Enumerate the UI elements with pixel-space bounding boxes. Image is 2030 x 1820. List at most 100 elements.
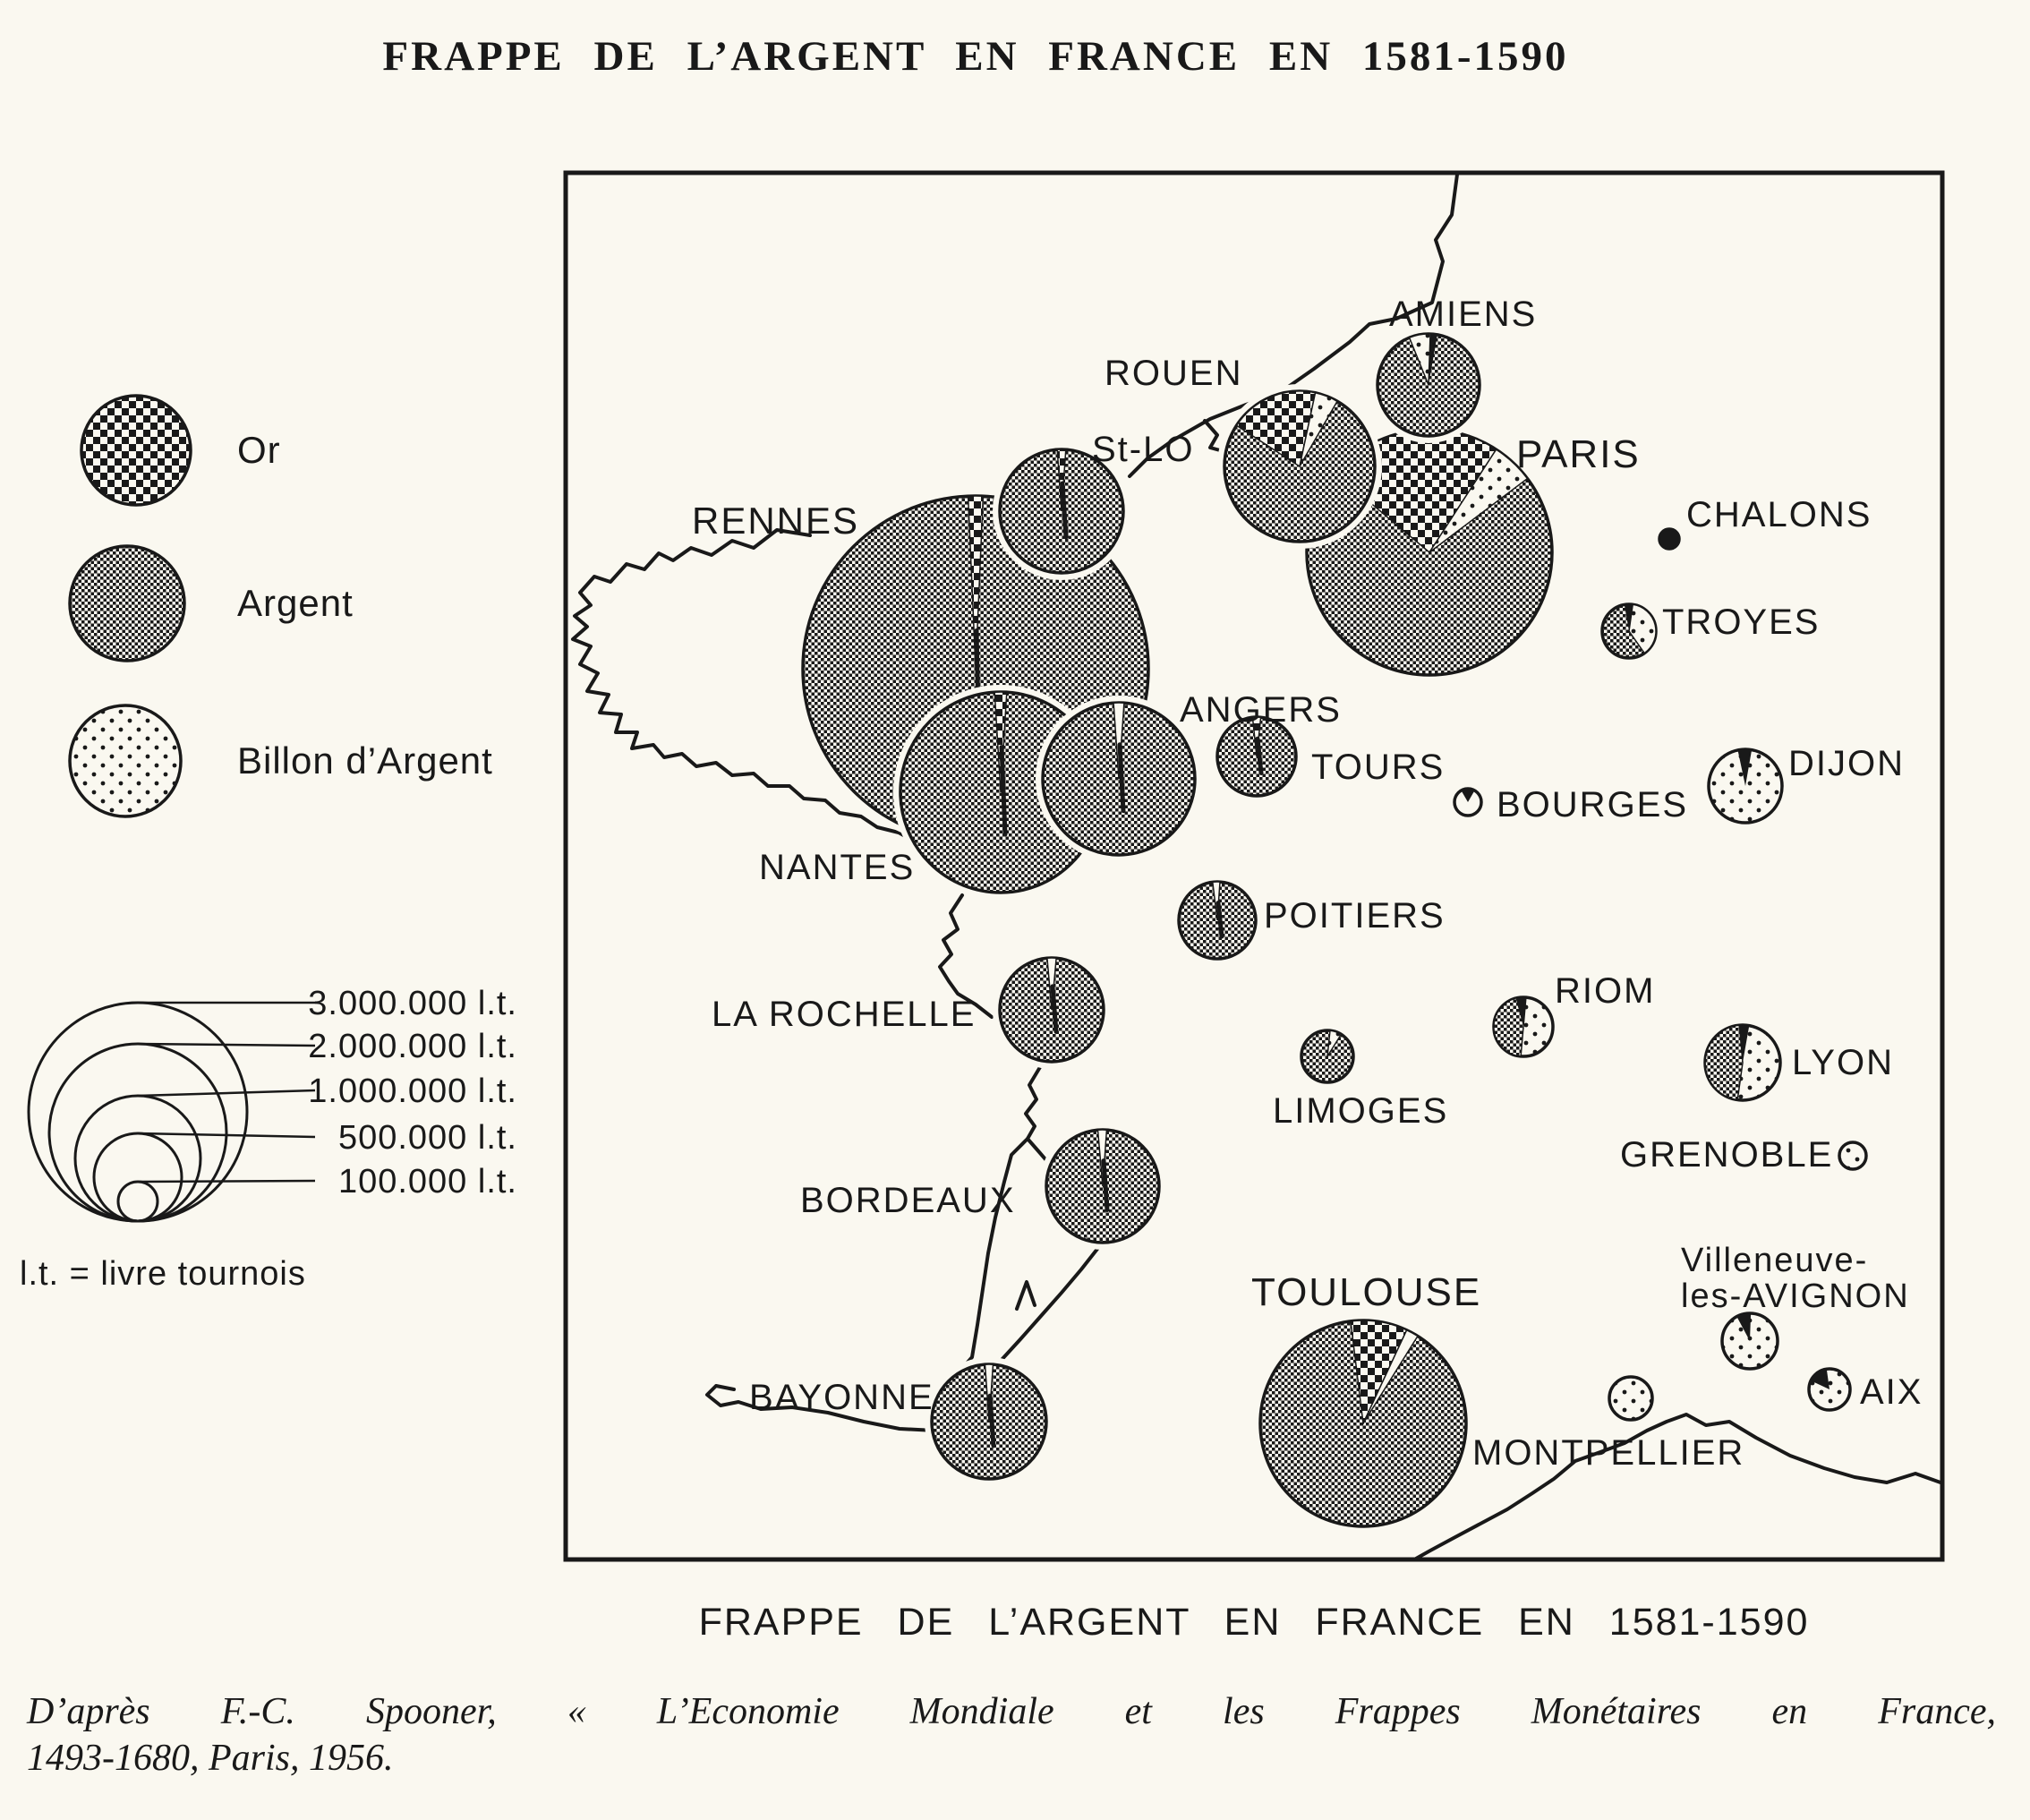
city-circle-halo bbox=[1487, 990, 1560, 1064]
city-label-villeneuve-les-avignon: Villeneuve- bbox=[1681, 1242, 1868, 1279]
coastline-path bbox=[1414, 1413, 1942, 1560]
city-circle-halo bbox=[1253, 1313, 1473, 1534]
pie-center-tick bbox=[1215, 901, 1224, 939]
city-symbol-bayonne bbox=[925, 1357, 1053, 1486]
city-symbol-amiens bbox=[1370, 327, 1487, 443]
legend-swatch-or bbox=[80, 394, 192, 507]
legend-swatch-argent bbox=[68, 544, 186, 662]
pie-slice-black bbox=[1515, 996, 1526, 1027]
scale-circle bbox=[27, 1001, 249, 1223]
city-circle-halo bbox=[1217, 384, 1382, 549]
city-label-aix: AIX bbox=[1860, 1372, 1923, 1412]
city-symbol-aix bbox=[1802, 1362, 1857, 1417]
city-symbol-villeneuve-les-avignon bbox=[1715, 1306, 1785, 1376]
legend-label-or: Or bbox=[237, 429, 281, 471]
pie-slice-billon bbox=[1299, 391, 1339, 467]
scale-label: 1.000.000 l.t. bbox=[308, 1072, 517, 1110]
city-label-tours: TOURS bbox=[1311, 748, 1445, 787]
city-circle-halo bbox=[1652, 522, 1686, 556]
city-circle-halo bbox=[1370, 327, 1487, 443]
city-label-toulouse: TOULOUSE bbox=[1251, 1270, 1481, 1314]
city-label-limoges: LIMOGES bbox=[1273, 1091, 1448, 1131]
source-citation-line1: D’après F.-C. Spooner, « L’Economie Mond… bbox=[27, 1691, 1996, 1732]
pie-slice-white bbox=[1113, 702, 1125, 780]
pie-center-tick bbox=[1101, 1158, 1110, 1212]
pie-slice-black bbox=[1736, 1312, 1752, 1341]
city-symbol-bordeaux bbox=[1039, 1123, 1166, 1250]
pie-slice-billon bbox=[1326, 1030, 1343, 1057]
pie-slice-or bbox=[1235, 390, 1317, 468]
scale-diagram: 3.000.000 l.t.2.000.000 l.t.1.000.000 l.… bbox=[27, 985, 517, 1223]
city-circle-halo bbox=[925, 1357, 1053, 1486]
city-label-la-rochelle: LA ROCHELLE bbox=[712, 995, 976, 1034]
city-circle-halo bbox=[1832, 1135, 1873, 1176]
pie-slice-or bbox=[1056, 449, 1067, 512]
pie-center-tick bbox=[1117, 742, 1126, 814]
scale-circle bbox=[92, 1132, 183, 1223]
legend-label-argent: Argent bbox=[237, 582, 354, 624]
city-circle-halo bbox=[1039, 1123, 1166, 1250]
city-label-dijon: DIJON bbox=[1788, 744, 1905, 783]
city-circle-halo bbox=[1210, 710, 1303, 803]
scale-label: 500.000 l.t. bbox=[338, 1119, 517, 1157]
pie-slice-black bbox=[1739, 1025, 1750, 1063]
pie-slice-black bbox=[1624, 604, 1633, 631]
city-label-riom: RIOM bbox=[1555, 971, 1655, 1011]
city-symbol-st-lo bbox=[993, 442, 1130, 580]
city-symbol-angers bbox=[1036, 696, 1202, 862]
scale-leader-line bbox=[137, 1089, 316, 1098]
city-circle-grenoble bbox=[1838, 1141, 1868, 1171]
pie-slice-black bbox=[1737, 748, 1753, 786]
city-circle-halo bbox=[1447, 782, 1488, 823]
map-frame bbox=[563, 170, 1945, 1562]
city-symbol-limoges bbox=[1294, 1023, 1360, 1089]
city-label-rouen: ROUEN bbox=[1105, 354, 1242, 393]
city-circle-halo bbox=[1715, 1306, 1785, 1376]
city-label-angers: ANGERS bbox=[1180, 690, 1342, 730]
coastline-path bbox=[571, 528, 917, 843]
pie-slice-black bbox=[1461, 788, 1475, 802]
pie-slice-black bbox=[1811, 1369, 1830, 1389]
pie-center-tick bbox=[999, 745, 1008, 837]
city-circle-halo bbox=[1802, 1362, 1857, 1417]
city-symbol-riom bbox=[1487, 990, 1560, 1064]
scale-leader-line bbox=[137, 1132, 316, 1139]
coastline-path bbox=[1015, 1280, 1036, 1311]
city-circle-halo bbox=[1698, 1018, 1787, 1107]
city-circle-halo bbox=[1036, 696, 1202, 862]
unit-note: l.t. = livre tournois bbox=[20, 1255, 306, 1293]
city-symbol-lyon bbox=[1698, 1018, 1787, 1107]
scale-leader-line bbox=[137, 1042, 316, 1047]
city-label-paris: PARIS bbox=[1516, 432, 1641, 476]
city-label-poitiers: POITIERS bbox=[1264, 896, 1446, 936]
pie-slice-or bbox=[967, 495, 985, 670]
city-symbol-dijon bbox=[1702, 742, 1789, 830]
city-label-amiens: AMIENS bbox=[1389, 295, 1537, 334]
city-label-bayonne: BAYONNE bbox=[749, 1378, 934, 1417]
city-symbol-grenoble bbox=[1832, 1135, 1873, 1176]
pie-slice-billon bbox=[1408, 333, 1431, 386]
pie-center-tick bbox=[1255, 736, 1264, 775]
pie-slice-billon bbox=[1429, 449, 1529, 553]
city-symbol-tours bbox=[1210, 710, 1303, 803]
city-symbol-montpellier bbox=[1602, 1370, 1659, 1427]
pie-center-tick bbox=[1060, 481, 1069, 540]
scale-label: 100.000 l.t. bbox=[338, 1163, 517, 1201]
legend-label-billon: Billon d’Argent bbox=[237, 739, 493, 782]
city-label-rennes: RENNES bbox=[692, 500, 859, 542]
city-label-montpellier: MONTPELLIER bbox=[1472, 1433, 1744, 1473]
pie-slice-billon bbox=[1628, 603, 1657, 654]
coastline-path bbox=[1128, 173, 1459, 478]
scale-label: 3.000.000 l.t. bbox=[308, 985, 517, 1022]
city-label-st-lo: St-LO bbox=[1092, 430, 1194, 469]
pie-slice-white bbox=[1096, 1129, 1108, 1187]
city-label-bourges: BOURGES bbox=[1497, 785, 1688, 825]
city-symbol-bourges bbox=[1447, 782, 1488, 823]
city-circle-halo bbox=[1702, 742, 1789, 830]
city-symbol-la-rochelle bbox=[993, 951, 1111, 1069]
scale-circle bbox=[116, 1180, 159, 1223]
city-symbol-toulouse bbox=[1253, 1313, 1473, 1534]
page-title: FRAPPE DE L’ARGENT EN FRANCE EN 1581-159… bbox=[382, 33, 1569, 80]
pie-slice-white bbox=[984, 1363, 994, 1423]
city-circle-chalons bbox=[1658, 527, 1681, 551]
